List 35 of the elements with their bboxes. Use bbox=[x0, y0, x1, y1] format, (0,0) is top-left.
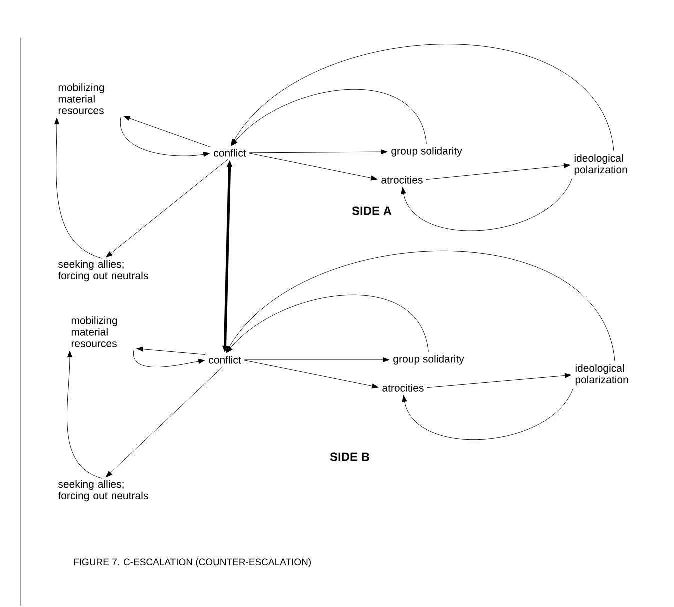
arrow bbox=[226, 295, 429, 354]
arrow bbox=[427, 373, 572, 388]
arrow bbox=[106, 159, 229, 258]
arrow bbox=[249, 150, 388, 154]
concept-text: seeking allies; forcing out neutrals bbox=[58, 480, 148, 502]
arrow bbox=[226, 250, 616, 362]
arrow bbox=[106, 366, 224, 478]
concept-text: seeking allies; forcing out neutrals bbox=[58, 260, 148, 282]
concept-text: group solidarity bbox=[394, 355, 464, 365]
arrow bbox=[231, 44, 614, 152]
concept-text: conflict bbox=[209, 356, 242, 364]
concept-text: group solidarity bbox=[392, 147, 462, 157]
concept-text: ideological polarization bbox=[574, 154, 628, 176]
arrow bbox=[249, 153, 378, 181]
concept-text: atrocities bbox=[382, 384, 424, 392]
arrow bbox=[244, 360, 379, 389]
arrow bbox=[54, 118, 103, 259]
arrow bbox=[401, 178, 573, 232]
concept-text: mobilizing material resources bbox=[58, 84, 104, 114]
side-label: SIDE A bbox=[352, 206, 392, 216]
arrow bbox=[134, 350, 206, 368]
arrow bbox=[67, 351, 103, 479]
arrow bbox=[402, 388, 574, 440]
concept-text: ideological polarization bbox=[576, 364, 628, 386]
concept-text: mobilizing material resources bbox=[72, 316, 118, 348]
figure-caption: FIGURE 7. C-ESCALATION (COUNTER-ESCALATION) bbox=[74, 558, 311, 568]
arrow bbox=[244, 358, 390, 362]
side-label: SIDE B bbox=[330, 452, 370, 462]
arrow bbox=[426, 163, 571, 180]
arrow bbox=[120, 117, 210, 157]
concept-text: atrocities bbox=[382, 176, 423, 184]
concept-text: conflict bbox=[214, 149, 246, 157]
arrow bbox=[124, 116, 211, 148]
arrow bbox=[232, 90, 427, 146]
arrow bbox=[136, 346, 206, 355]
